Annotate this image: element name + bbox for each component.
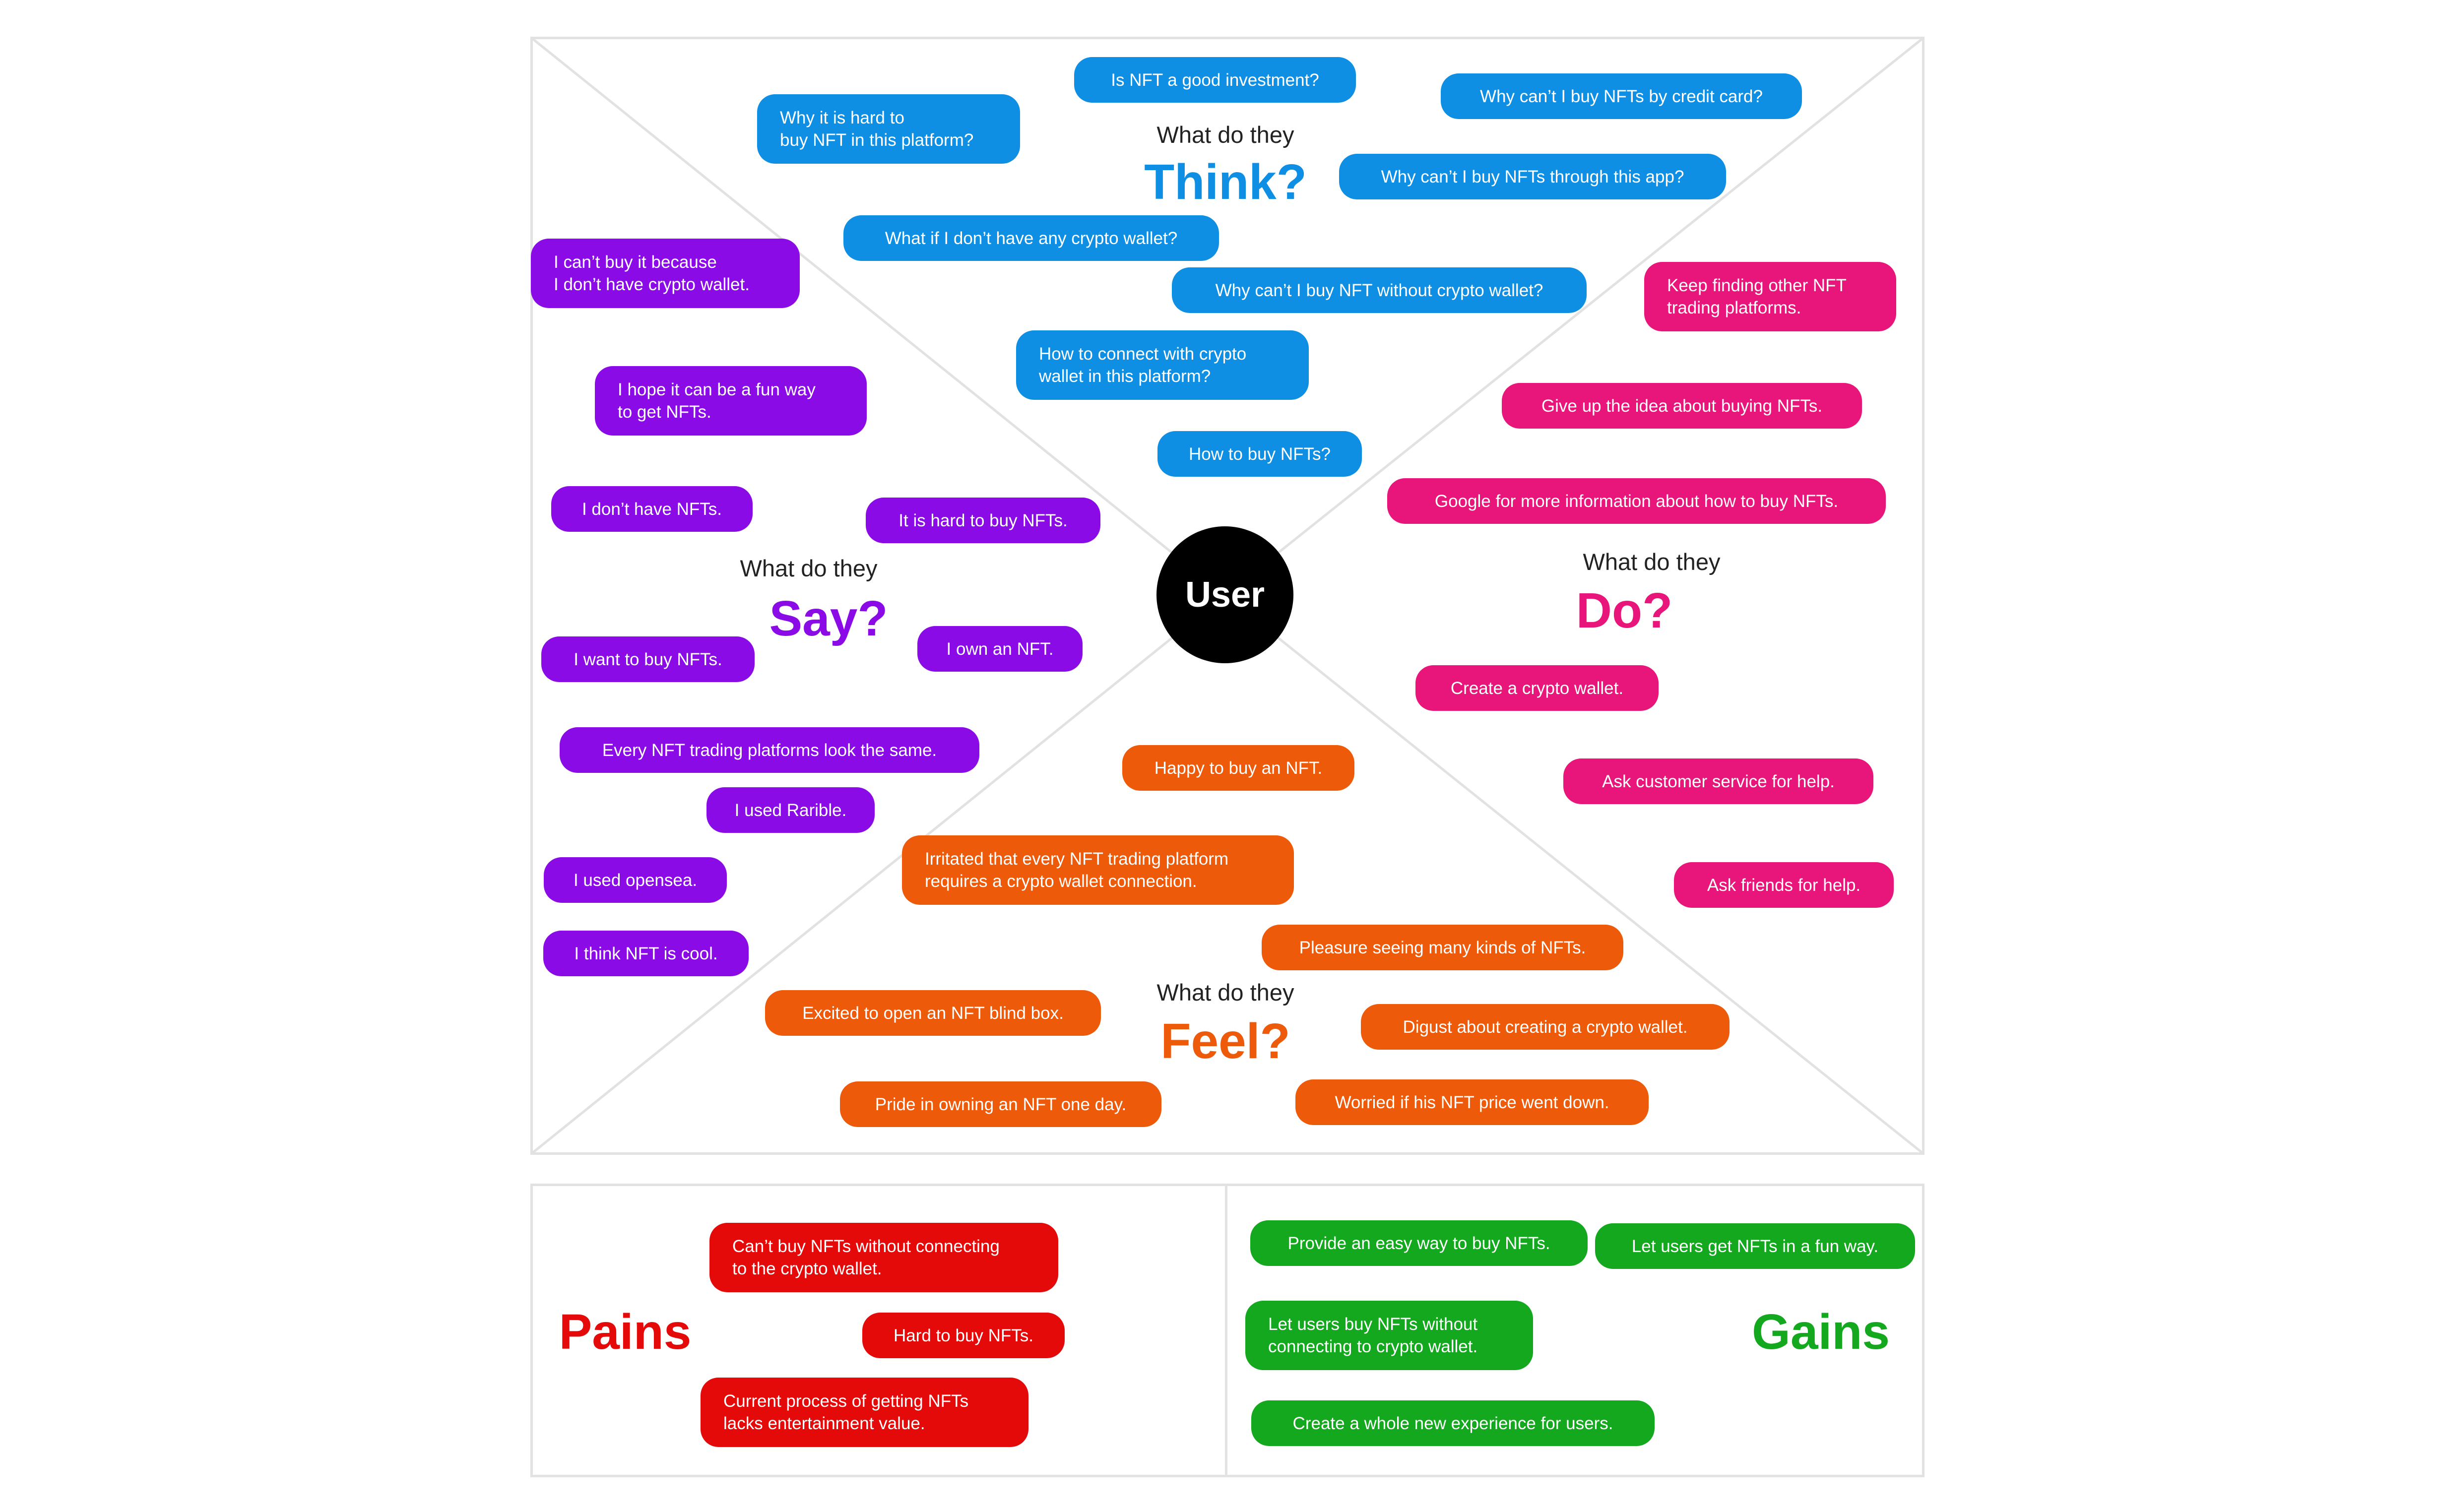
feel-title: Feel? (1160, 1013, 1290, 1069)
do-note[interactable]: Ask friends for help. (1674, 862, 1894, 908)
feel-question: What do they (1156, 979, 1294, 1006)
feel-note[interactable]: Pride in owning an NFT one day. (840, 1081, 1161, 1127)
say-note[interactable]: I want to buy NFTs. (541, 636, 755, 682)
gains-note[interactable]: Let users buy NFTs without connecting to… (1245, 1301, 1533, 1370)
think-note[interactable]: Why it is hard to buy NFT in this platfo… (757, 94, 1020, 164)
do-note[interactable]: Google for more information about how to… (1387, 478, 1886, 524)
feel-note[interactable]: Excited to open an NFT blind box. (765, 990, 1101, 1036)
gains-note[interactable]: Create a whole new experience for users. (1251, 1400, 1655, 1446)
empathy-map-frame (530, 37, 1924, 1155)
do-title: Do? (1576, 583, 1673, 638)
pains-note[interactable]: Hard to buy NFTs. (862, 1313, 1065, 1358)
do-question: What do they (1583, 549, 1721, 575)
say-note[interactable]: I used opensea. (544, 857, 727, 903)
feel-note[interactable]: Pleasure seeing many kinds of NFTs. (1262, 925, 1623, 970)
say-note[interactable]: I own an NFT. (917, 626, 1083, 672)
think-note[interactable]: How to buy NFTs? (1157, 431, 1362, 477)
say-note[interactable]: I can’t buy it because I don’t have cryp… (531, 239, 800, 308)
feel-note[interactable]: Irritated that every NFT trading platfor… (902, 835, 1294, 905)
do-note[interactable]: Give up the idea about buying NFTs. (1502, 383, 1862, 429)
say-note[interactable]: I think NFT is cool. (543, 931, 749, 976)
think-note[interactable]: Why can’t I buy NFT without crypto walle… (1172, 267, 1587, 313)
think-note[interactable]: Why can’t I buy NFTs by credit card? (1441, 73, 1802, 119)
gains-note[interactable]: Let users get NFTs in a fun way. (1595, 1223, 1915, 1269)
think-note[interactable]: How to connect with crypto wallet in thi… (1016, 330, 1309, 400)
pains-note[interactable]: Current process of getting NFTs lacks en… (701, 1378, 1028, 1447)
say-note[interactable]: It is hard to buy NFTs. (866, 498, 1100, 543)
say-title: Say? (769, 591, 888, 646)
pains-note[interactable]: Can’t buy NFTs without connecting to the… (709, 1223, 1058, 1292)
user-center-circle: User (1156, 526, 1293, 663)
feel-note[interactable]: Happy to buy an NFT. (1122, 745, 1354, 791)
say-note[interactable]: I hope it can be a fun way to get NFTs. (595, 366, 867, 436)
diagonal-bottom-left (531, 594, 1226, 1154)
gains-note[interactable]: Provide an easy way to buy NFTs. (1250, 1220, 1588, 1266)
say-note[interactable]: I used Rarible. (706, 787, 875, 833)
pains-title: Pains (559, 1304, 692, 1360)
diagonal-bottom-right (1224, 594, 1924, 1154)
think-note[interactable]: Why can’t I buy NFTs through this app? (1339, 154, 1726, 199)
gains-title: Gains (1752, 1304, 1890, 1360)
diagonal-top-left (531, 37, 1226, 596)
gains-frame (1225, 1184, 1924, 1477)
say-question: What do they (740, 555, 878, 581)
do-note[interactable]: Keep finding other NFT trading platforms… (1644, 262, 1896, 331)
say-note[interactable]: Every NFT trading platforms look the sam… (560, 727, 979, 773)
diagonal-top-right (1224, 37, 1924, 596)
do-note[interactable]: Ask customer service for help. (1563, 758, 1873, 804)
feel-note[interactable]: Worried if his NFT price went down. (1295, 1079, 1649, 1125)
think-note[interactable]: What if I don’t have any crypto wallet? (843, 215, 1219, 261)
pains-frame (530, 1184, 1227, 1477)
say-note[interactable]: I don’t have NFTs. (551, 486, 753, 532)
think-title: Think? (1144, 154, 1307, 210)
think-note[interactable]: Is NFT a good investment? (1074, 57, 1356, 103)
feel-note[interactable]: Digust about creating a crypto wallet. (1361, 1004, 1730, 1050)
do-note[interactable]: Create a crypto wallet. (1415, 665, 1659, 711)
think-question: What do they (1156, 122, 1294, 148)
